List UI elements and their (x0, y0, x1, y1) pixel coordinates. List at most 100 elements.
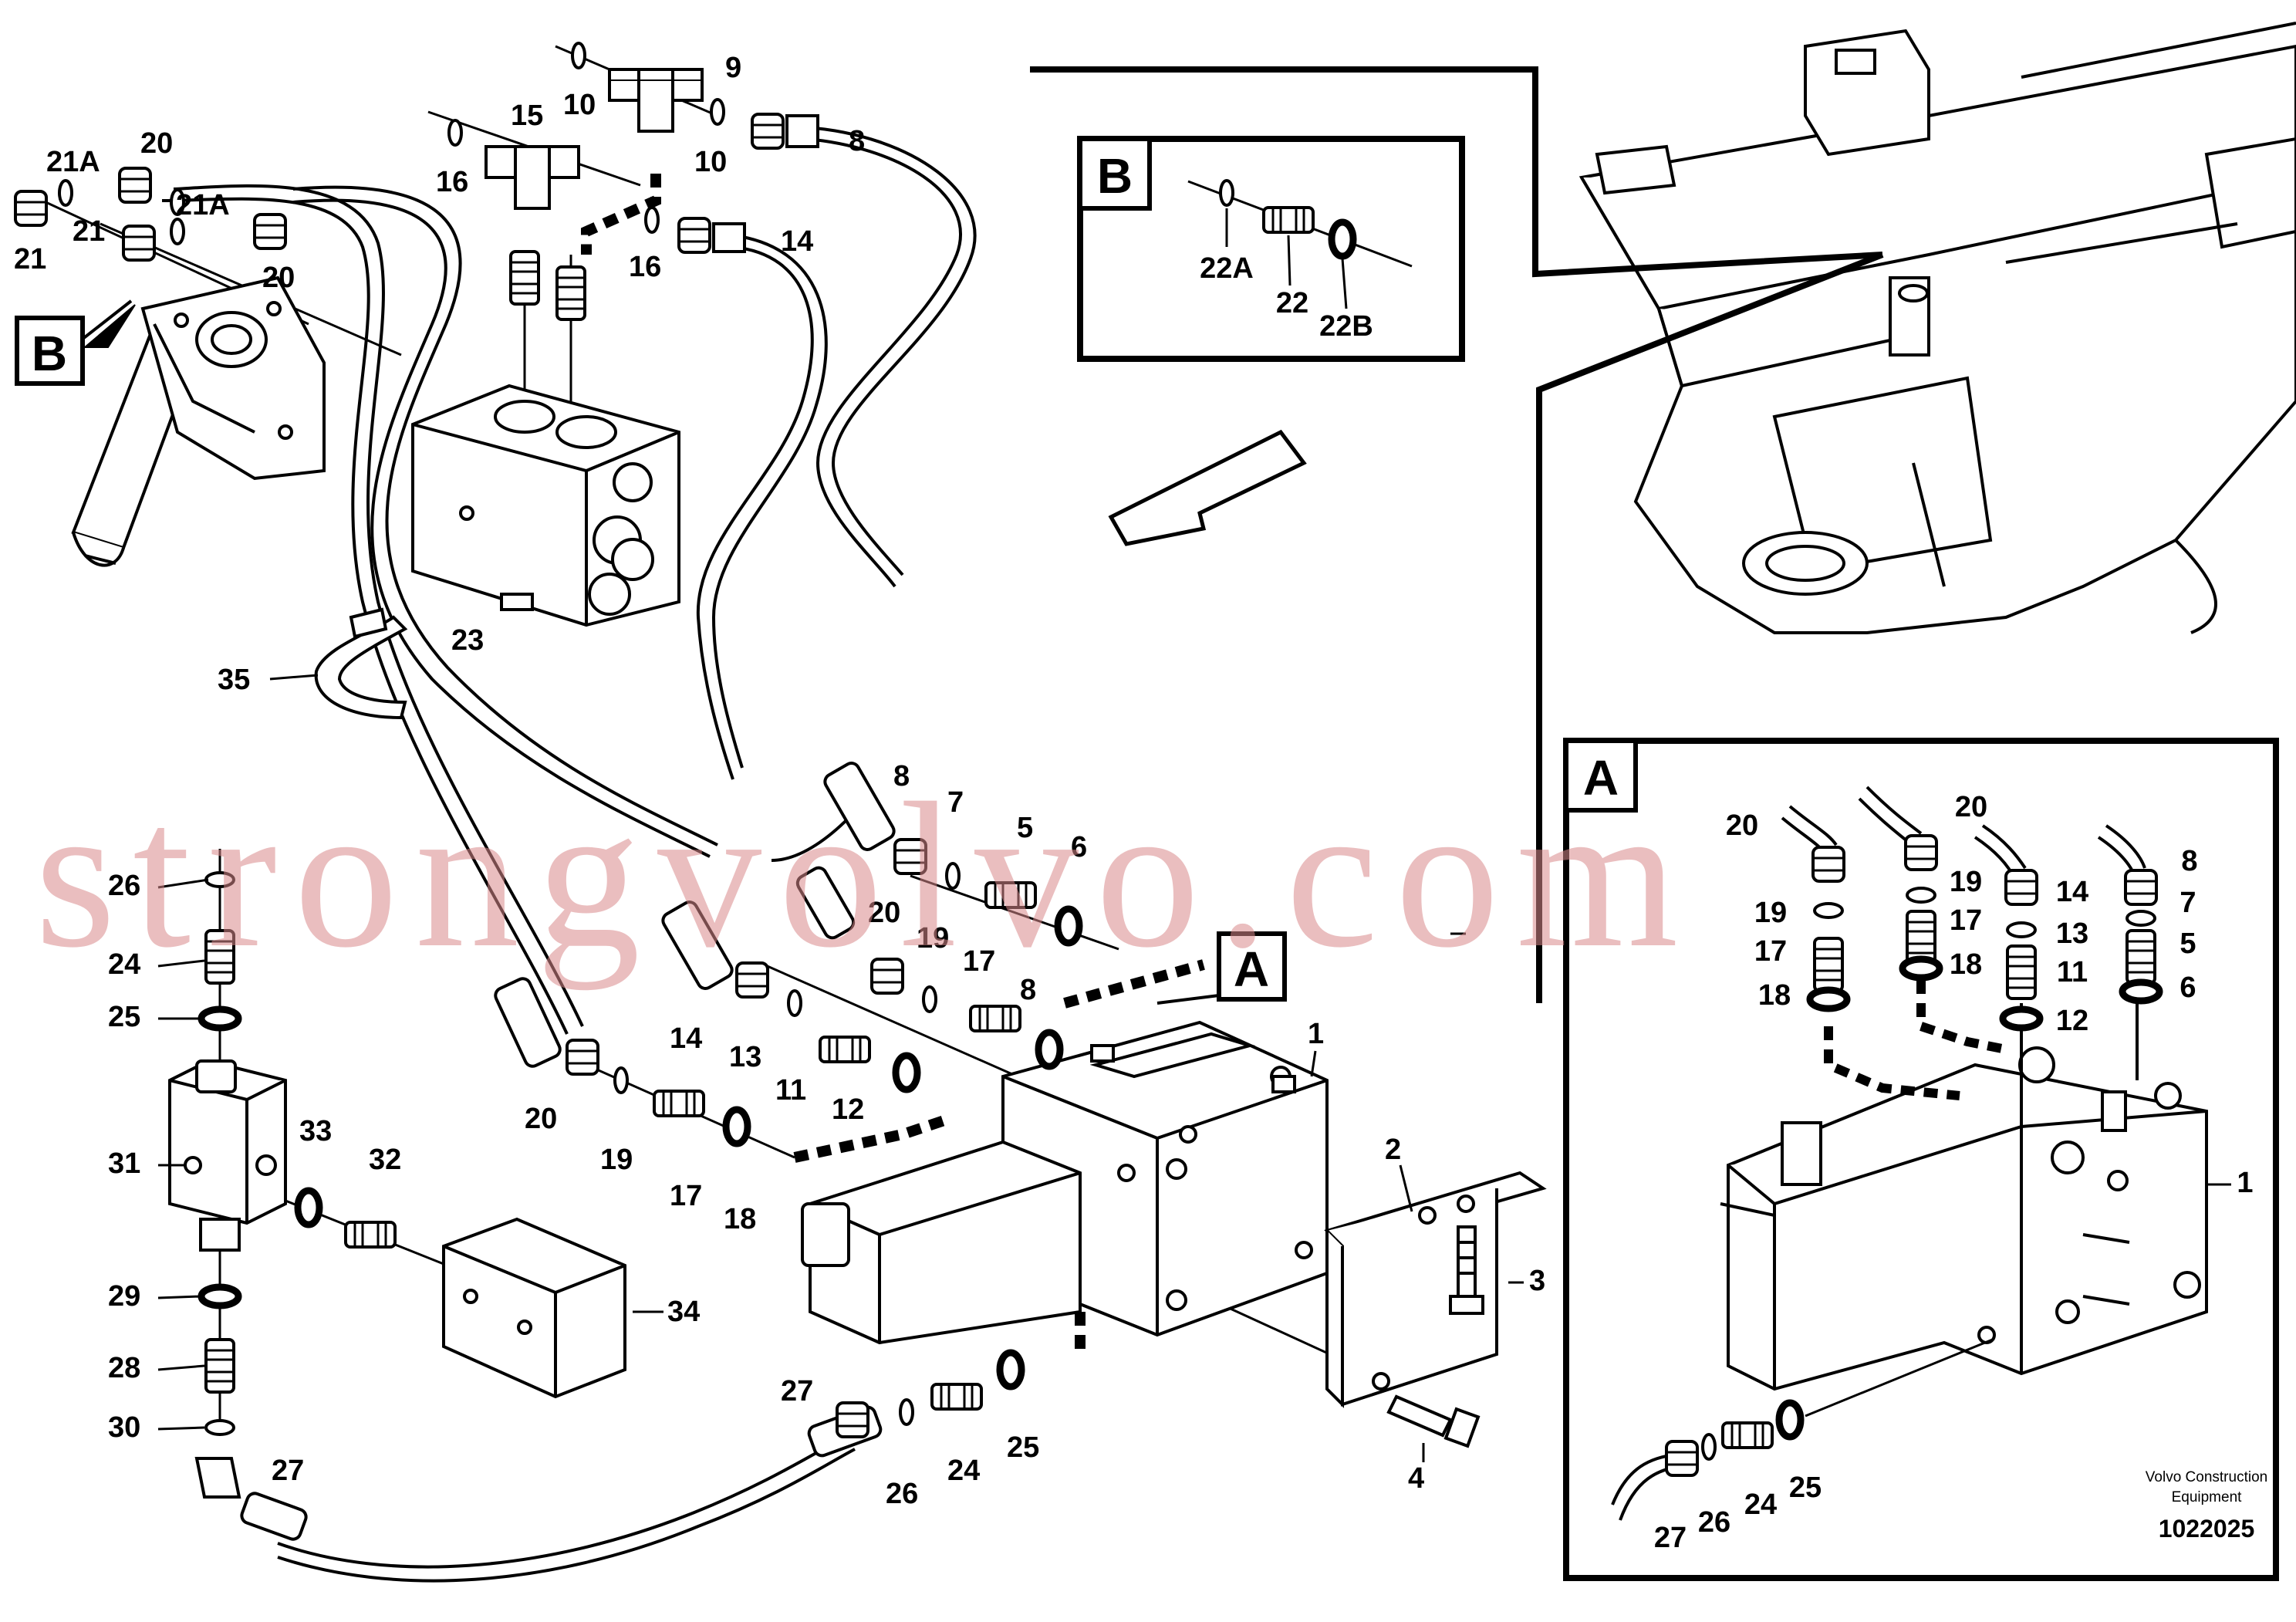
label-21-b: 21 (14, 243, 46, 275)
label-23: 23 (451, 624, 484, 657)
label-20-b: 20 (262, 262, 295, 294)
label-4: 4 (1408, 1462, 1424, 1495)
label-21a-b: 21A (176, 189, 230, 221)
part-labels: 9 10 10 8 15 16 16 14 21A 20 21A 21 21 2… (14, 52, 1545, 1510)
label-17-mid: 17 (963, 945, 995, 978)
bolt-4 (1386, 1394, 1481, 1448)
label-21-a: 21 (73, 215, 105, 248)
label-29: 29 (108, 1280, 140, 1313)
label-24-bottom: 24 (947, 1455, 980, 1487)
label-33: 33 (299, 1115, 332, 1147)
label-12: 12 (832, 1093, 864, 1126)
label-10b: 10 (694, 146, 727, 178)
bottom-fittings (807, 1353, 1021, 1458)
a-label-19: 19 (1754, 897, 1787, 929)
label-5: 5 (1017, 812, 1033, 844)
hose-clamp (314, 607, 408, 720)
label-19-low: 19 (600, 1144, 633, 1176)
label-16b: 16 (629, 251, 661, 283)
label-25-bottom: 25 (1007, 1431, 1039, 1464)
detail-b-title: B (1097, 148, 1133, 204)
label-27-left: 27 (272, 1455, 304, 1487)
label-1: 1 (1308, 1018, 1324, 1050)
manufacturer-line-1: Volvo Construction (2146, 1469, 2267, 1485)
detail-b-box: B 22A 22 22B (1077, 136, 1465, 362)
label-34: 34 (667, 1296, 700, 1328)
label-30: 30 (108, 1411, 140, 1444)
callout-a: A (1156, 931, 1287, 1005)
label-9: 9 (725, 52, 741, 84)
label-8-mid2: 8 (1020, 974, 1036, 1006)
a-label-13: 13 (2056, 917, 2088, 950)
a-label-8: 8 (2181, 845, 2197, 877)
label-32: 32 (369, 1144, 401, 1176)
a-label-25: 25 (1789, 1472, 1822, 1504)
label-leaders (157, 878, 1524, 1462)
label-25-left: 25 (108, 1001, 140, 1033)
detail-a-box: A (1563, 738, 2279, 1581)
label-24-left: 24 (108, 948, 140, 981)
label-11: 11 (775, 1074, 806, 1107)
callout-b-label: B (32, 326, 67, 381)
top-fittings (14, 42, 819, 321)
label-22: 22 (1276, 287, 1308, 319)
direction-arrow (1108, 429, 1307, 546)
label-20-low: 20 (525, 1103, 557, 1135)
diagram-id: 1022025 (2159, 1515, 2255, 1543)
left-stack (168, 871, 626, 1541)
a-label-14: 14 (2056, 876, 2088, 908)
label-27-bottom: 27 (781, 1375, 813, 1407)
a-label-20a: 20 (1726, 809, 1758, 842)
label-28: 28 (108, 1352, 140, 1384)
label-35: 35 (218, 664, 250, 696)
label-7: 7 (947, 786, 964, 819)
label-8-mid: 8 (893, 760, 910, 792)
label-20-mid: 20 (868, 897, 900, 929)
steering-valve (411, 384, 680, 627)
watermark: strongvolvo.com (35, 760, 1695, 991)
a-label-24: 24 (1744, 1489, 1777, 1521)
mid-fittings (494, 762, 1079, 1144)
label-31: 31 (108, 1147, 140, 1180)
a-label-26: 26 (1698, 1506, 1730, 1539)
a-label-18b: 18 (1950, 948, 1982, 981)
hoses (161, 126, 977, 1583)
main-valve-block (801, 1020, 1329, 1345)
a-label-6: 6 (2180, 972, 2196, 1004)
label-19-mid: 19 (917, 922, 949, 955)
a-label-20b: 20 (1955, 791, 1987, 823)
bolt-3 (1449, 1225, 1484, 1315)
label-18-low: 18 (724, 1203, 756, 1235)
a-label-17b: 17 (1950, 904, 1982, 937)
a-label-7: 7 (2180, 887, 2196, 919)
callout-a-label: A (1234, 941, 1269, 997)
detail-a-title: A (1583, 750, 1619, 806)
hydraulic-pump (71, 275, 326, 567)
label-21a-a: 21A (46, 146, 100, 178)
callout-b: B (15, 316, 85, 386)
label-3: 3 (1529, 1265, 1545, 1297)
label-22a: 22A (1200, 252, 1254, 285)
manufacturer-line-2: Equipment (2172, 1489, 2243, 1505)
label-2: 2 (1385, 1134, 1401, 1166)
machine-frame (1578, 22, 2296, 634)
label-16a: 16 (436, 166, 468, 198)
label-26-left: 26 (108, 870, 140, 902)
label-26-bottom: 26 (886, 1478, 918, 1510)
mounting-bracket (1324, 1171, 1547, 1408)
a-label-5: 5 (2180, 928, 2196, 960)
a-label-27: 27 (1654, 1522, 1687, 1554)
a-label-12: 12 (2056, 1005, 2088, 1037)
a-label-1: 1 (2237, 1167, 2253, 1199)
label-17-low: 17 (670, 1180, 702, 1212)
a-label-17: 17 (1754, 935, 1787, 968)
a-label-18: 18 (1758, 979, 1791, 1012)
label-14-top: 14 (781, 225, 813, 258)
label-13: 13 (729, 1041, 761, 1073)
label-8-top: 8 (849, 125, 865, 157)
label-15: 15 (511, 100, 543, 132)
label-6: 6 (1071, 831, 1087, 863)
label-22b: 22B (1319, 310, 1373, 343)
a-label-19b: 19 (1950, 866, 1982, 898)
